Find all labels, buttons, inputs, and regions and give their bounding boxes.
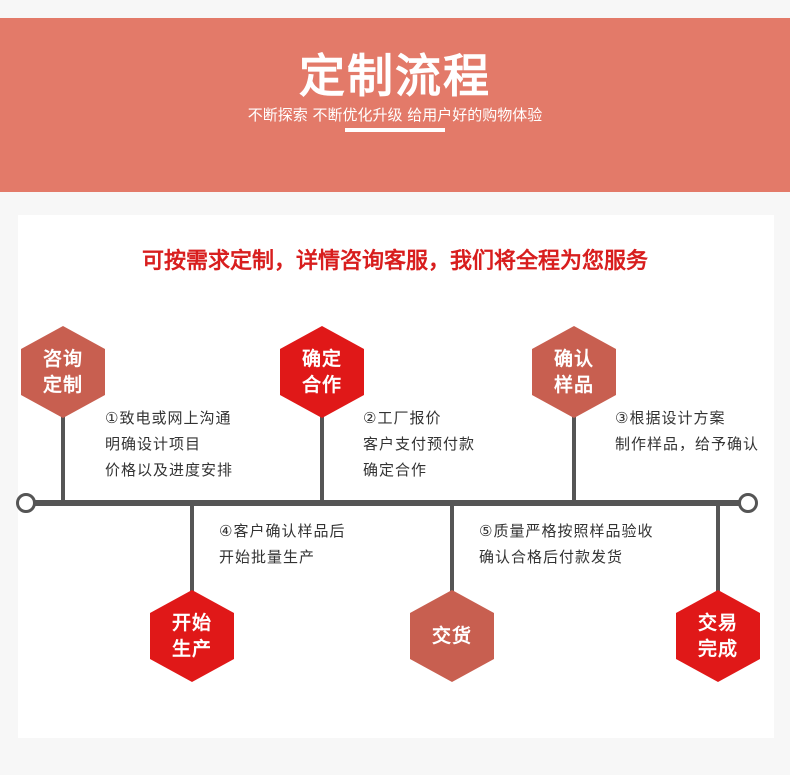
- step-3-hexagon: 确认 样品: [532, 326, 616, 418]
- step-4-stem: [190, 503, 194, 605]
- timeline-bar: [33, 500, 749, 506]
- step-1-description: ①致电或网上沟通 明确设计项目 价格以及进度安排: [105, 409, 234, 479]
- step-2-description: ②工厂报价 客户支付预付款 确定合作: [363, 409, 476, 479]
- title-underline: [345, 128, 445, 132]
- step-4-description: ④客户确认样品后 开始批量生产: [219, 522, 346, 566]
- timeline-start-circle: [16, 493, 36, 513]
- step-1-hexagon: 咨询 定制: [21, 326, 105, 418]
- header-banner: [0, 18, 790, 192]
- step-2-hexagon: 确定 合作: [280, 326, 364, 418]
- step-3-stem: [572, 395, 576, 503]
- page-subtitle: 不断探索 不断优化升级 给用户好的购物体验: [247, 106, 543, 124]
- content-card: [18, 215, 774, 738]
- step-1-stem: [61, 395, 65, 503]
- service-headline: 可按需求定制，详情咨询客服，我们将全程为您服务: [141, 249, 648, 274]
- step-5-stem: [450, 503, 454, 605]
- step-6-stem: [716, 503, 720, 605]
- timeline-end-circle: [738, 493, 758, 513]
- step-3-description: ③根据设计方案 制作样品，给予确认: [615, 409, 760, 453]
- step-2-stem: [320, 395, 324, 503]
- step-5-description: ⑤质量严格按照样品验收 确认合格后付款发货: [479, 522, 654, 566]
- page-title: 定制流程: [299, 49, 491, 103]
